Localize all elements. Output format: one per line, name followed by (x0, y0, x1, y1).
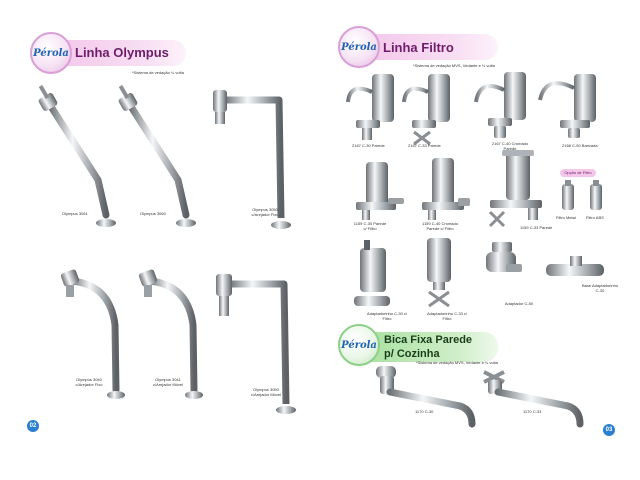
olympus-3041-label: Olympus 3041 c/Arejador Móvel (152, 377, 183, 387)
olympus-3050-fixo-label: Olympus 3050 c/Arejador Fixo (251, 207, 279, 217)
filtro-abs-image (590, 180, 602, 210)
filtro-2167-c30-label: 2167 C-30 Parede (352, 143, 385, 148)
filtro-1159-c30-label: 1159 C-30 Parede c/ Filtro (353, 221, 387, 231)
perola-logo-bica: Pérola (338, 324, 380, 366)
bica-note: *Sistema de vedação MVS, Vedante e ¼ vol… (416, 360, 498, 365)
bica-1170-c33-label: 1170 C-33 (523, 409, 542, 414)
left-page: Pérola Linha Olympus *Sistema de vedação… (27, 32, 296, 432)
bica-1170-c30-image (376, 366, 476, 428)
adaptador-c50-image (486, 242, 522, 272)
logo-text-bica: Pérola (341, 340, 377, 351)
filtro-2167-c30-image (346, 74, 394, 140)
filtro-option-tag: Opção de Filtro (560, 169, 596, 177)
filtro-title-band (360, 34, 498, 60)
bica-1170-c30-label: 1170 C-30 (415, 409, 434, 414)
olympus-3060-image (118, 84, 196, 227)
filtro-1159-c40-image (422, 158, 470, 220)
olympus-3041-image (138, 269, 203, 399)
bica-1170-c33-image (483, 370, 584, 428)
logo-text-filtro: Pérola (341, 42, 377, 53)
olympus-3050-movel-label: Olympus 3050 c/Arejador Móvel (250, 387, 281, 397)
adaptador-c50-label: Adaptador C-50 (504, 301, 534, 306)
filtro-2167-c40-image (474, 72, 526, 138)
page-number-left: 02 (27, 420, 39, 432)
filtro-2167-c40-label: 2167 C-40 Cromado Parede (491, 141, 529, 151)
filtro-2168-c50-image (538, 74, 596, 138)
adaptadorinho-c33-image (427, 238, 451, 308)
olympus-3050-movel-image (216, 274, 296, 414)
olympus-3060-label: Olympus 3060 (140, 211, 166, 216)
filtro-2168-c50-label: 2168 C-50 Bancada (562, 143, 598, 148)
section-title-bica-line2: p/ Cozinha (384, 348, 440, 360)
filtro-abs-label: Filtro ABS (586, 215, 604, 220)
section-title-olympus: Linha Olympus (75, 45, 169, 60)
olympus-3061-label: Olympus 3061 (62, 211, 88, 216)
page-number-right: 03 (603, 424, 615, 436)
base-adaptadorinho-image (546, 256, 604, 276)
section-title-filtro: Linha Filtro (383, 40, 454, 55)
logo-text: Pérola (33, 48, 69, 59)
olympus-3040-label: Olympus 3040 c/Arejador Fixo (75, 377, 103, 387)
filtro-metal-label: Filtro Metal (556, 215, 576, 220)
olympus-title-band (52, 40, 186, 66)
adaptadorinho-c30-image (354, 240, 390, 306)
filtro-note: *Sistema de vedação MVS, Vedante e ¼ vol… (413, 63, 495, 68)
filtro-1159-c30-image (356, 162, 404, 220)
filtro-2167-c33-label: 2167 C-33 Parede (408, 143, 441, 148)
filtro-1159-c33-image (488, 150, 542, 228)
filtro-metal-image (562, 180, 574, 210)
section-title-bica-line1: Bica Fixa Parede (384, 334, 473, 346)
perola-logo: Pérola (30, 32, 72, 74)
olympus-note: *Sistema de vedação ¼ volta (132, 70, 184, 75)
olympus-3061-image (38, 84, 116, 227)
perola-logo-filtro: Pérola (338, 26, 380, 68)
adaptadorinho-c33-label: Adaptadorinho C-33 c/ Filtro (426, 311, 468, 321)
base-adaptadorinho-label: Base Adaptadorinho C-30 (581, 283, 619, 293)
adaptadorinho-c30-label: Adaptadorinho C-30 c/ Filtro (366, 311, 408, 321)
bica-title-band (360, 332, 498, 362)
filtro-2167-c33-image (402, 74, 450, 146)
olympus-3050-fixo-image (213, 90, 291, 229)
filtro-1159-c33-label: 1159 C-33 Parede (520, 225, 553, 230)
filtro-1159-c40-label: 1159 C-40 Cromado Parede c/ Filtro (422, 221, 458, 231)
right-page: Pérola Linha Filtro *Sistema de vedação … (320, 0, 640, 480)
olympus-3040-image (60, 269, 125, 399)
